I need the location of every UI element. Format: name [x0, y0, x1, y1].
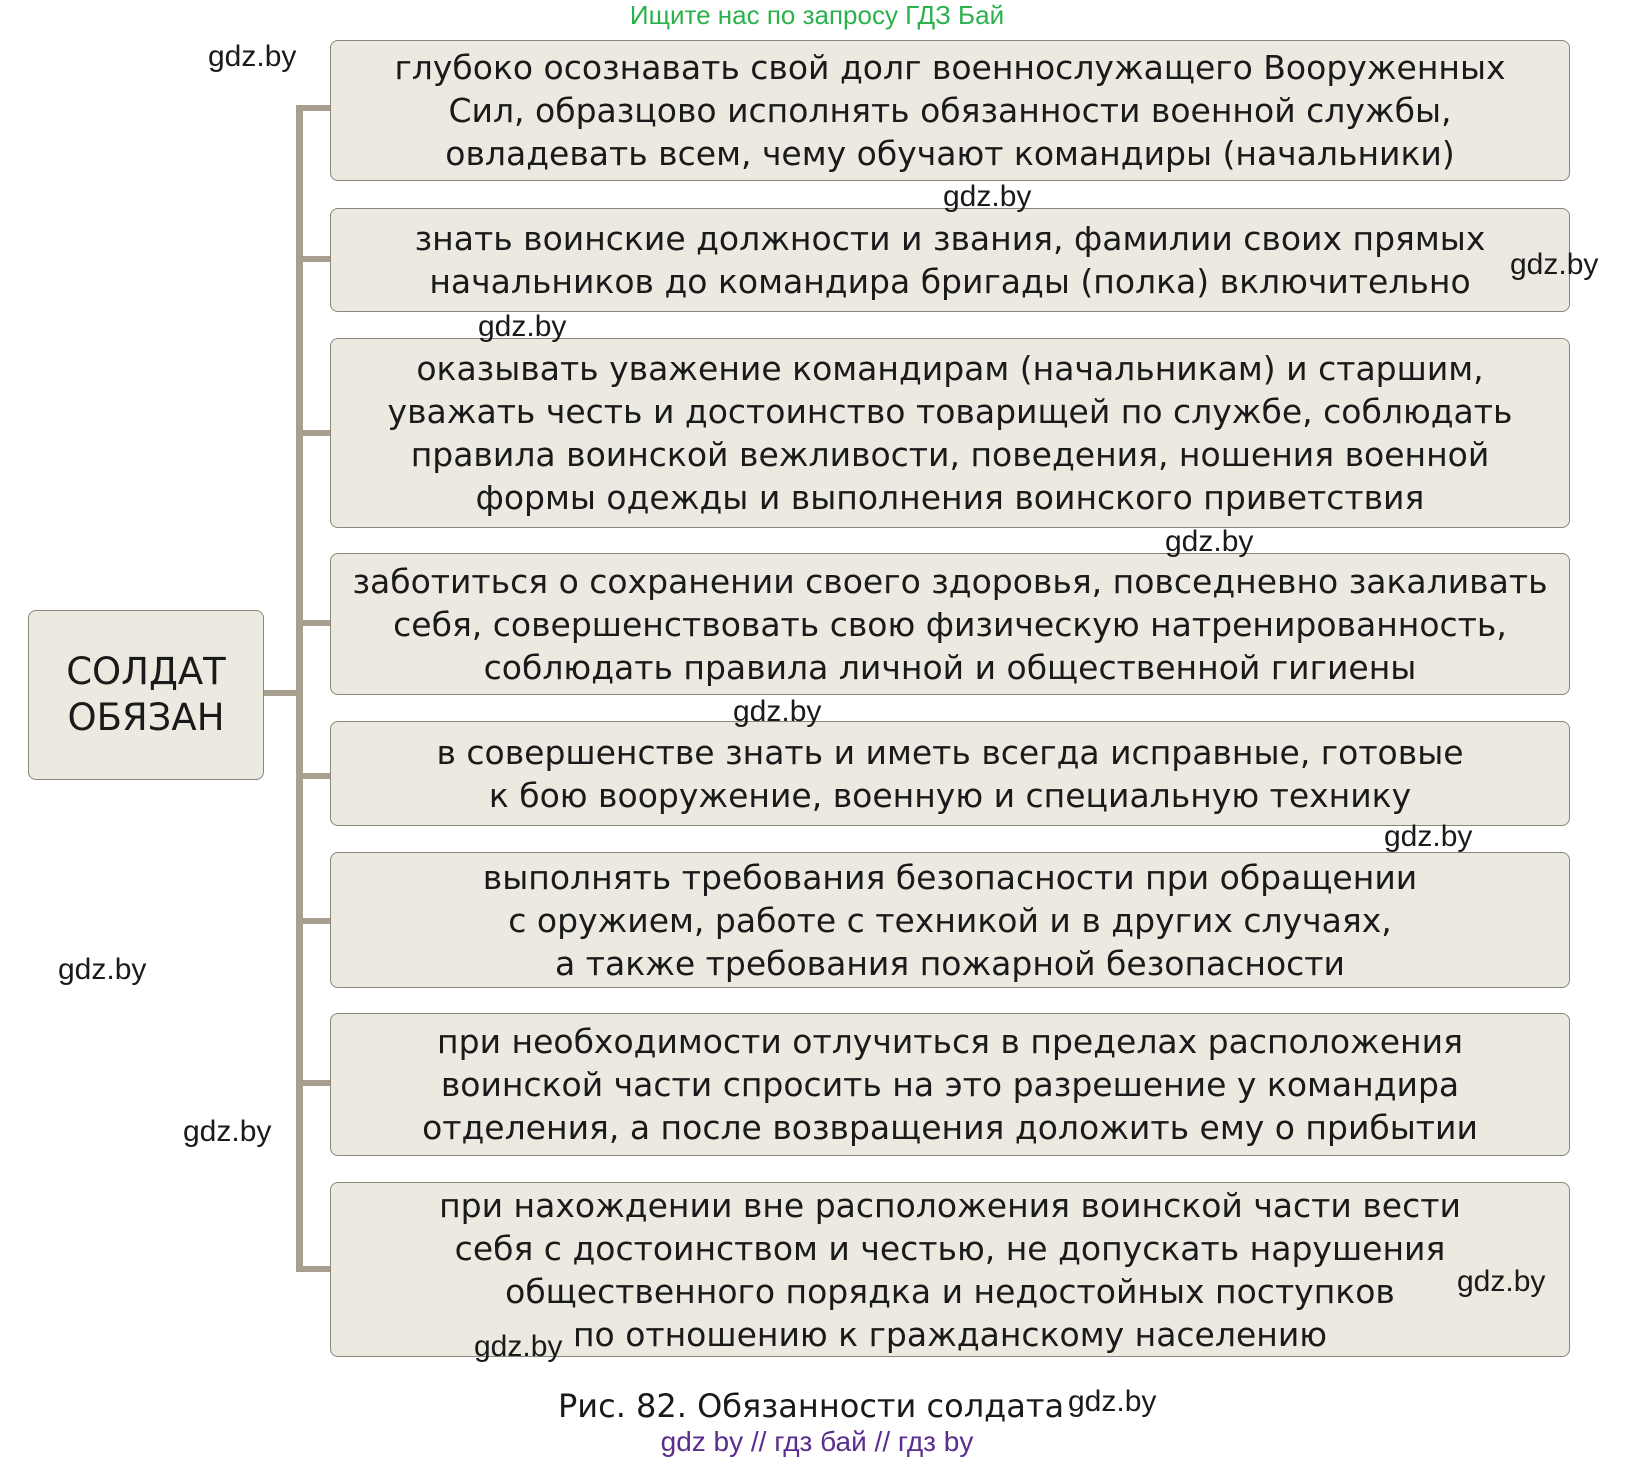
watermark: gdz.by: [208, 40, 297, 73]
connector-root: [264, 690, 300, 696]
duty-box-4: заботиться о сохранении своего здоровья,…: [330, 553, 1570, 695]
duty-box-1: глубоко осознавать свой долг военнослужа…: [330, 40, 1570, 181]
watermark: gdz.by: [1165, 525, 1254, 558]
watermark: gdz.by: [183, 1115, 272, 1148]
connector-branch-4: [296, 620, 330, 626]
connector-branch-8: [296, 1266, 330, 1272]
watermark: gdz.by: [1510, 248, 1599, 281]
figure-caption: Рис. 82. Обязанности солдата: [558, 1387, 1065, 1425]
search-banner: Ищите нас по запросу ГДЗ Бай: [629, 0, 1005, 30]
connector-branch-6: [296, 918, 330, 924]
watermark: gdz.by: [478, 310, 567, 343]
connector-branch-7: [296, 1080, 330, 1086]
watermark: gdz.by: [1384, 820, 1473, 853]
root-node-soldier-obliged: СОЛДАТ ОБЯЗАН: [28, 610, 264, 780]
watermark: gdz.by: [474, 1330, 563, 1363]
duty-box-3: оказывать уважение командирам (начальник…: [330, 338, 1570, 528]
watermark: gdz.by: [1068, 1385, 1157, 1418]
connector-branch-3: [296, 430, 330, 436]
watermark: gdz.by: [1457, 1265, 1546, 1298]
watermark: gdz.by: [943, 180, 1032, 213]
connector-branch-5: [296, 773, 330, 779]
connector-branch-1: [296, 105, 330, 111]
watermark: gdz.by: [733, 695, 822, 728]
footer-links: gdz by // гдз бай // гдз by: [660, 1426, 974, 1457]
watermark: gdz.by: [58, 953, 147, 986]
duty-box-7: при необходимости отлучиться в пределах …: [330, 1013, 1570, 1156]
duty-box-2: знать воинские должности и звания, фамил…: [330, 208, 1570, 312]
connector-trunk: [296, 105, 303, 1272]
duty-box-5: в совершенстве знать и иметь всегда испр…: [330, 721, 1570, 826]
duty-box-8: при нахождении вне расположения воинской…: [330, 1182, 1570, 1357]
connector-branch-2: [296, 256, 330, 262]
duty-box-6: выполнять требования безопасности при об…: [330, 852, 1570, 988]
